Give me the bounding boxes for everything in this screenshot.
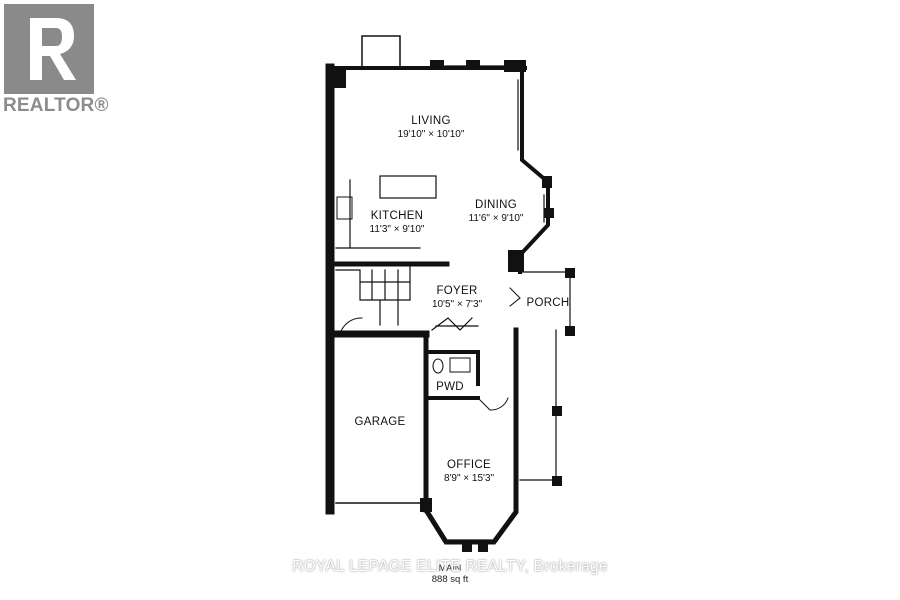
realtor-logo: REALTOR®: [0, 0, 108, 124]
pwd-sink: [449, 357, 471, 373]
room-dining-dims: 11'6" × 9'10": [468, 213, 524, 224]
stairs: [335, 265, 411, 326]
room-living-dims: 19'10" × 10'10": [397, 129, 465, 140]
room-office-dims: 8'9" × 15'3": [443, 473, 495, 484]
pwd-toilet: [432, 358, 444, 374]
floor-footer: MAIN 888 sq ft: [432, 563, 468, 585]
kitchen-counter: [335, 179, 421, 249]
closet-doors: [431, 317, 479, 331]
brokerage-watermark: ROYAL LEPAGE ELITE REALTY, Brokerage: [292, 558, 608, 575]
floor-area: 888 sq ft: [431, 574, 469, 585]
room-kitchen-name: KITCHEN: [370, 210, 424, 222]
room-office-name: OFFICE: [447, 459, 491, 471]
porch-door: [509, 287, 521, 307]
right-wall-upper: [518, 66, 550, 274]
pwd-wall: [424, 350, 480, 400]
room-office: OFFICE 8'9" × 15'3": [444, 459, 494, 484]
room-kitchen: KITCHEN 11'3" × 9'10": [370, 210, 425, 235]
room-garage-name: GARAGE: [354, 416, 406, 428]
room-pwd-name: PWD: [436, 381, 464, 393]
office-left-wall: [422, 327, 519, 545]
office-door: [477, 397, 509, 411]
kitchen-island: [379, 175, 437, 199]
garage-entry-door: [339, 317, 363, 335]
floor-level: MAIN: [438, 563, 462, 573]
chimney: [361, 35, 401, 69]
realtor-r-logo-icon: [4, 4, 94, 94]
room-living-name: LIVING: [411, 115, 451, 127]
room-foyer-dims: 10'5" × 7'3": [431, 299, 483, 310]
realtor-logo-text: REALTOR®: [3, 95, 109, 116]
room-dining: DINING 11'6" × 9'10": [469, 199, 524, 224]
room-living: LIVING 19'10" × 10'10": [398, 115, 465, 140]
room-dining-name: DINING: [474, 199, 518, 211]
room-foyer-name: FOYER: [436, 285, 478, 297]
stove: [336, 196, 353, 220]
room-kitchen-dims: 11'3" × 9'10": [369, 224, 425, 235]
room-porch-name: PORCH: [526, 297, 570, 309]
room-foyer: FOYER 10'5" × 7'3": [432, 285, 482, 310]
